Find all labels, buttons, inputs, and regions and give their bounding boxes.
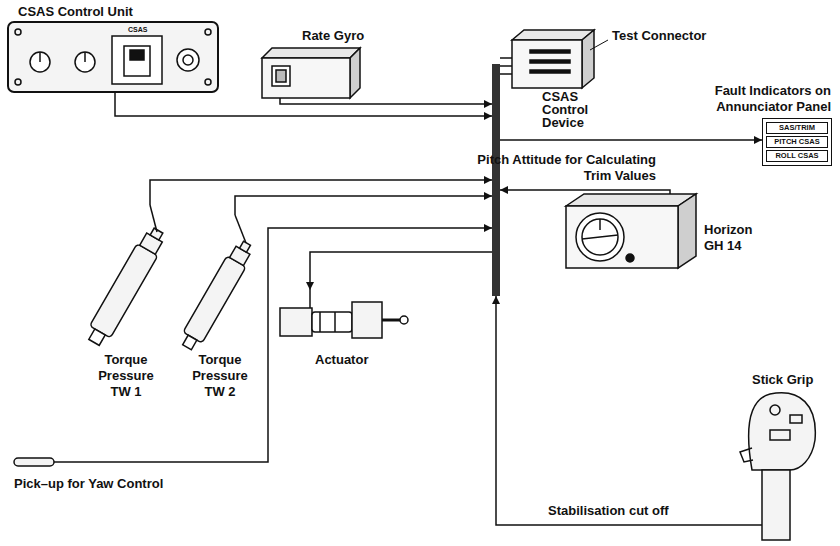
yaw-pickup: Pick–up for Yaw Control	[12, 452, 72, 472]
signal-line	[115, 92, 492, 116]
unit-marking: CSAS	[128, 25, 147, 34]
component-label: Torque Pressure TW 1	[90, 352, 162, 400]
component-label: Stick Grip	[752, 372, 813, 388]
component-label: Pick–up for Yaw Control	[14, 476, 163, 492]
signal-line	[310, 252, 492, 290]
actuator: Actuator	[275, 290, 410, 350]
component-label: Actuator	[315, 352, 368, 368]
horizon-instrument: Horizon GH 14	[566, 194, 696, 268]
fault-indicator: SAS/TRIM	[766, 122, 828, 134]
component-label: Torque Pressure TW 2	[184, 352, 256, 400]
control-unit: CSAS Control UnitCSAS	[8, 22, 218, 92]
indicator-text: PITCH CSAS	[767, 137, 827, 147]
component-label: CSAS Control Device	[542, 90, 604, 129]
component-label: Horizon GH 14	[704, 222, 766, 254]
signal-line	[280, 98, 492, 104]
fault-indicator: ROLL CSAS	[766, 150, 828, 162]
callout-label: Test Connector	[612, 28, 706, 44]
indicator-text: SAS/TRIM	[767, 123, 827, 133]
component-label: Rate Gyro	[302, 28, 364, 44]
signal-label: Stabilisation cut off	[548, 503, 669, 519]
signal-line	[496, 296, 722, 525]
signal-line	[500, 190, 670, 194]
rate-gyro: Rate Gyro	[262, 48, 360, 98]
unit-title: CSAS Control Unit	[18, 4, 133, 20]
torque-sensor: Torque Pressure TW 2	[178, 215, 262, 350]
signal-label: Pitch Attitude for Calculating Trim Valu…	[466, 152, 656, 184]
signal-line	[235, 196, 492, 215]
fault-indicator: PITCH CSAS	[766, 136, 828, 148]
signal-line	[150, 180, 492, 205]
torque-sensor: Torque Pressure TW 1	[80, 205, 170, 350]
signal-line	[500, 139, 762, 141]
control-device: CSAS Control Device	[512, 30, 594, 88]
stick-grip: Stick Grip	[722, 392, 828, 542]
annunciator-panel: Fault Indicators on Annunciator PanelSAS…	[762, 118, 832, 166]
indicator-text: ROLL CSAS	[767, 151, 827, 161]
signal-line	[72, 228, 492, 462]
panel-heading: Fault Indicators on Annunciator Panel	[691, 83, 831, 115]
